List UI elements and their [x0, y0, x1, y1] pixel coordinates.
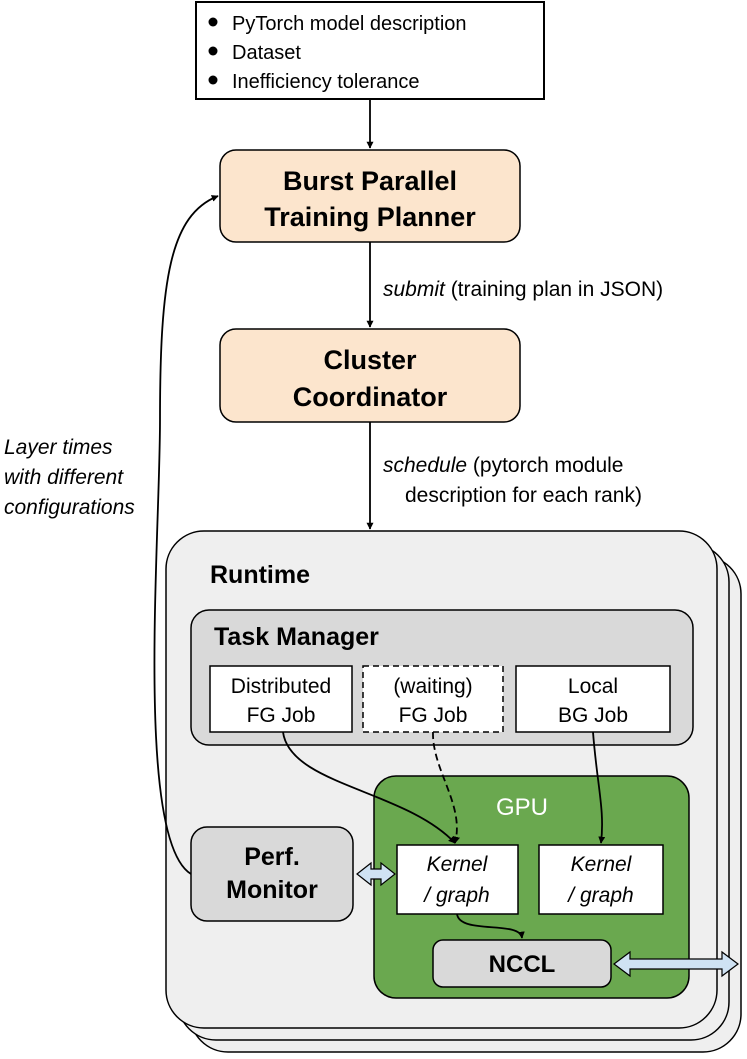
planner-title-line2: Training Planner	[264, 202, 476, 232]
arrow-distributed-to-kernel	[282, 731, 456, 844]
job-waiting-fg-line2: FG Job	[399, 704, 468, 727]
input-item-dataset: Dataset	[232, 42, 301, 64]
input-item-tolerance: Inefficiency tolerance	[232, 71, 420, 93]
schedule-label-line2: description for each rank)	[405, 484, 642, 507]
arrow-waiting-to-kernel	[432, 731, 460, 844]
feedback-label-line2: with different	[4, 466, 124, 489]
job-local-bg-line2: BG Job	[558, 704, 628, 727]
job-local-bg	[515, 665, 671, 733]
perf-monitor-box	[190, 826, 354, 922]
kernel-graph-1	[396, 844, 519, 915]
nccl-label: NCCL	[489, 951, 556, 978]
kernel-graph-1-line1: Kernel	[427, 853, 489, 876]
task-manager-title: Task Manager	[214, 623, 379, 651]
arrow-local-to-kernel	[592, 731, 606, 844]
inputs-list: PyTorch model description Dataset Ineffi…	[208, 13, 467, 93]
gpu-title: GPU	[496, 794, 548, 821]
job-distributed-fg-line1: Distributed	[231, 675, 331, 698]
kernel-graph-1-line2: / graph	[422, 884, 489, 907]
arrow-perf-to-planner	[153, 195, 219, 875]
job-waiting-fg	[362, 665, 504, 733]
job-local-bg-line1: Local	[568, 675, 618, 698]
planner-title-line1: Burst Parallel	[283, 166, 457, 196]
schedule-label-line1: schedule (pytorch module	[383, 454, 623, 477]
inputs-box	[195, 1, 545, 100]
job-waiting-fg-line1: (waiting)	[393, 675, 472, 698]
feedback-label-line3: configurations	[4, 496, 135, 519]
bullet-icon	[208, 17, 218, 27]
perf-monitor-line1: Perf.	[244, 843, 300, 871]
nccl-box	[432, 939, 612, 988]
nccl-network-double-arrow	[613, 950, 739, 978]
job-distributed-fg-line2: FG Job	[247, 704, 316, 727]
kernel-graph-2-line2: / graph	[566, 884, 633, 907]
perf-kernel-double-arrow	[356, 861, 396, 887]
job-distributed-fg	[209, 665, 353, 733]
bullet-icon	[208, 75, 218, 85]
runtime-title: Runtime	[210, 561, 310, 589]
coordinator-title-line2: Coordinator	[293, 382, 448, 412]
submit-label: submit (training plan in JSON)	[383, 278, 663, 301]
bullet-icon	[208, 46, 218, 56]
kernel-graph-2-line1: Kernel	[571, 853, 633, 876]
coordinator-title-line1: Cluster	[323, 345, 417, 375]
perf-monitor-line2: Monitor	[226, 876, 318, 904]
kernel-graph-2	[538, 844, 664, 915]
feedback-label-line1: Layer times	[4, 436, 113, 459]
arrow-kernel-to-nccl	[456, 913, 525, 939]
input-item-model: PyTorch model description	[232, 13, 467, 35]
